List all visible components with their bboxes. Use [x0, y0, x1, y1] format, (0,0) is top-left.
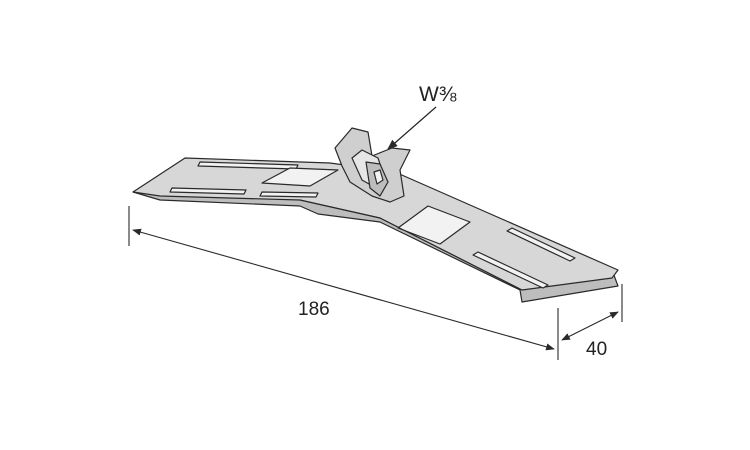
width-label: 40 — [586, 339, 607, 360]
thread-label: W⅜ — [419, 83, 457, 106]
length-dimension — [128, 206, 559, 360]
leader-line — [387, 106, 437, 150]
slot — [169, 187, 247, 195]
length-label: 186 — [298, 299, 330, 320]
slot — [259, 191, 319, 198]
width-dimension — [561, 284, 623, 341]
dimension-line-length — [132, 228, 555, 351]
clip-hole — [373, 169, 384, 185]
square-opening — [261, 167, 339, 187]
thread-callout: W⅜ — [387, 83, 457, 150]
dimension-line-width — [561, 311, 619, 341]
bracket-part — [132, 127, 619, 303]
